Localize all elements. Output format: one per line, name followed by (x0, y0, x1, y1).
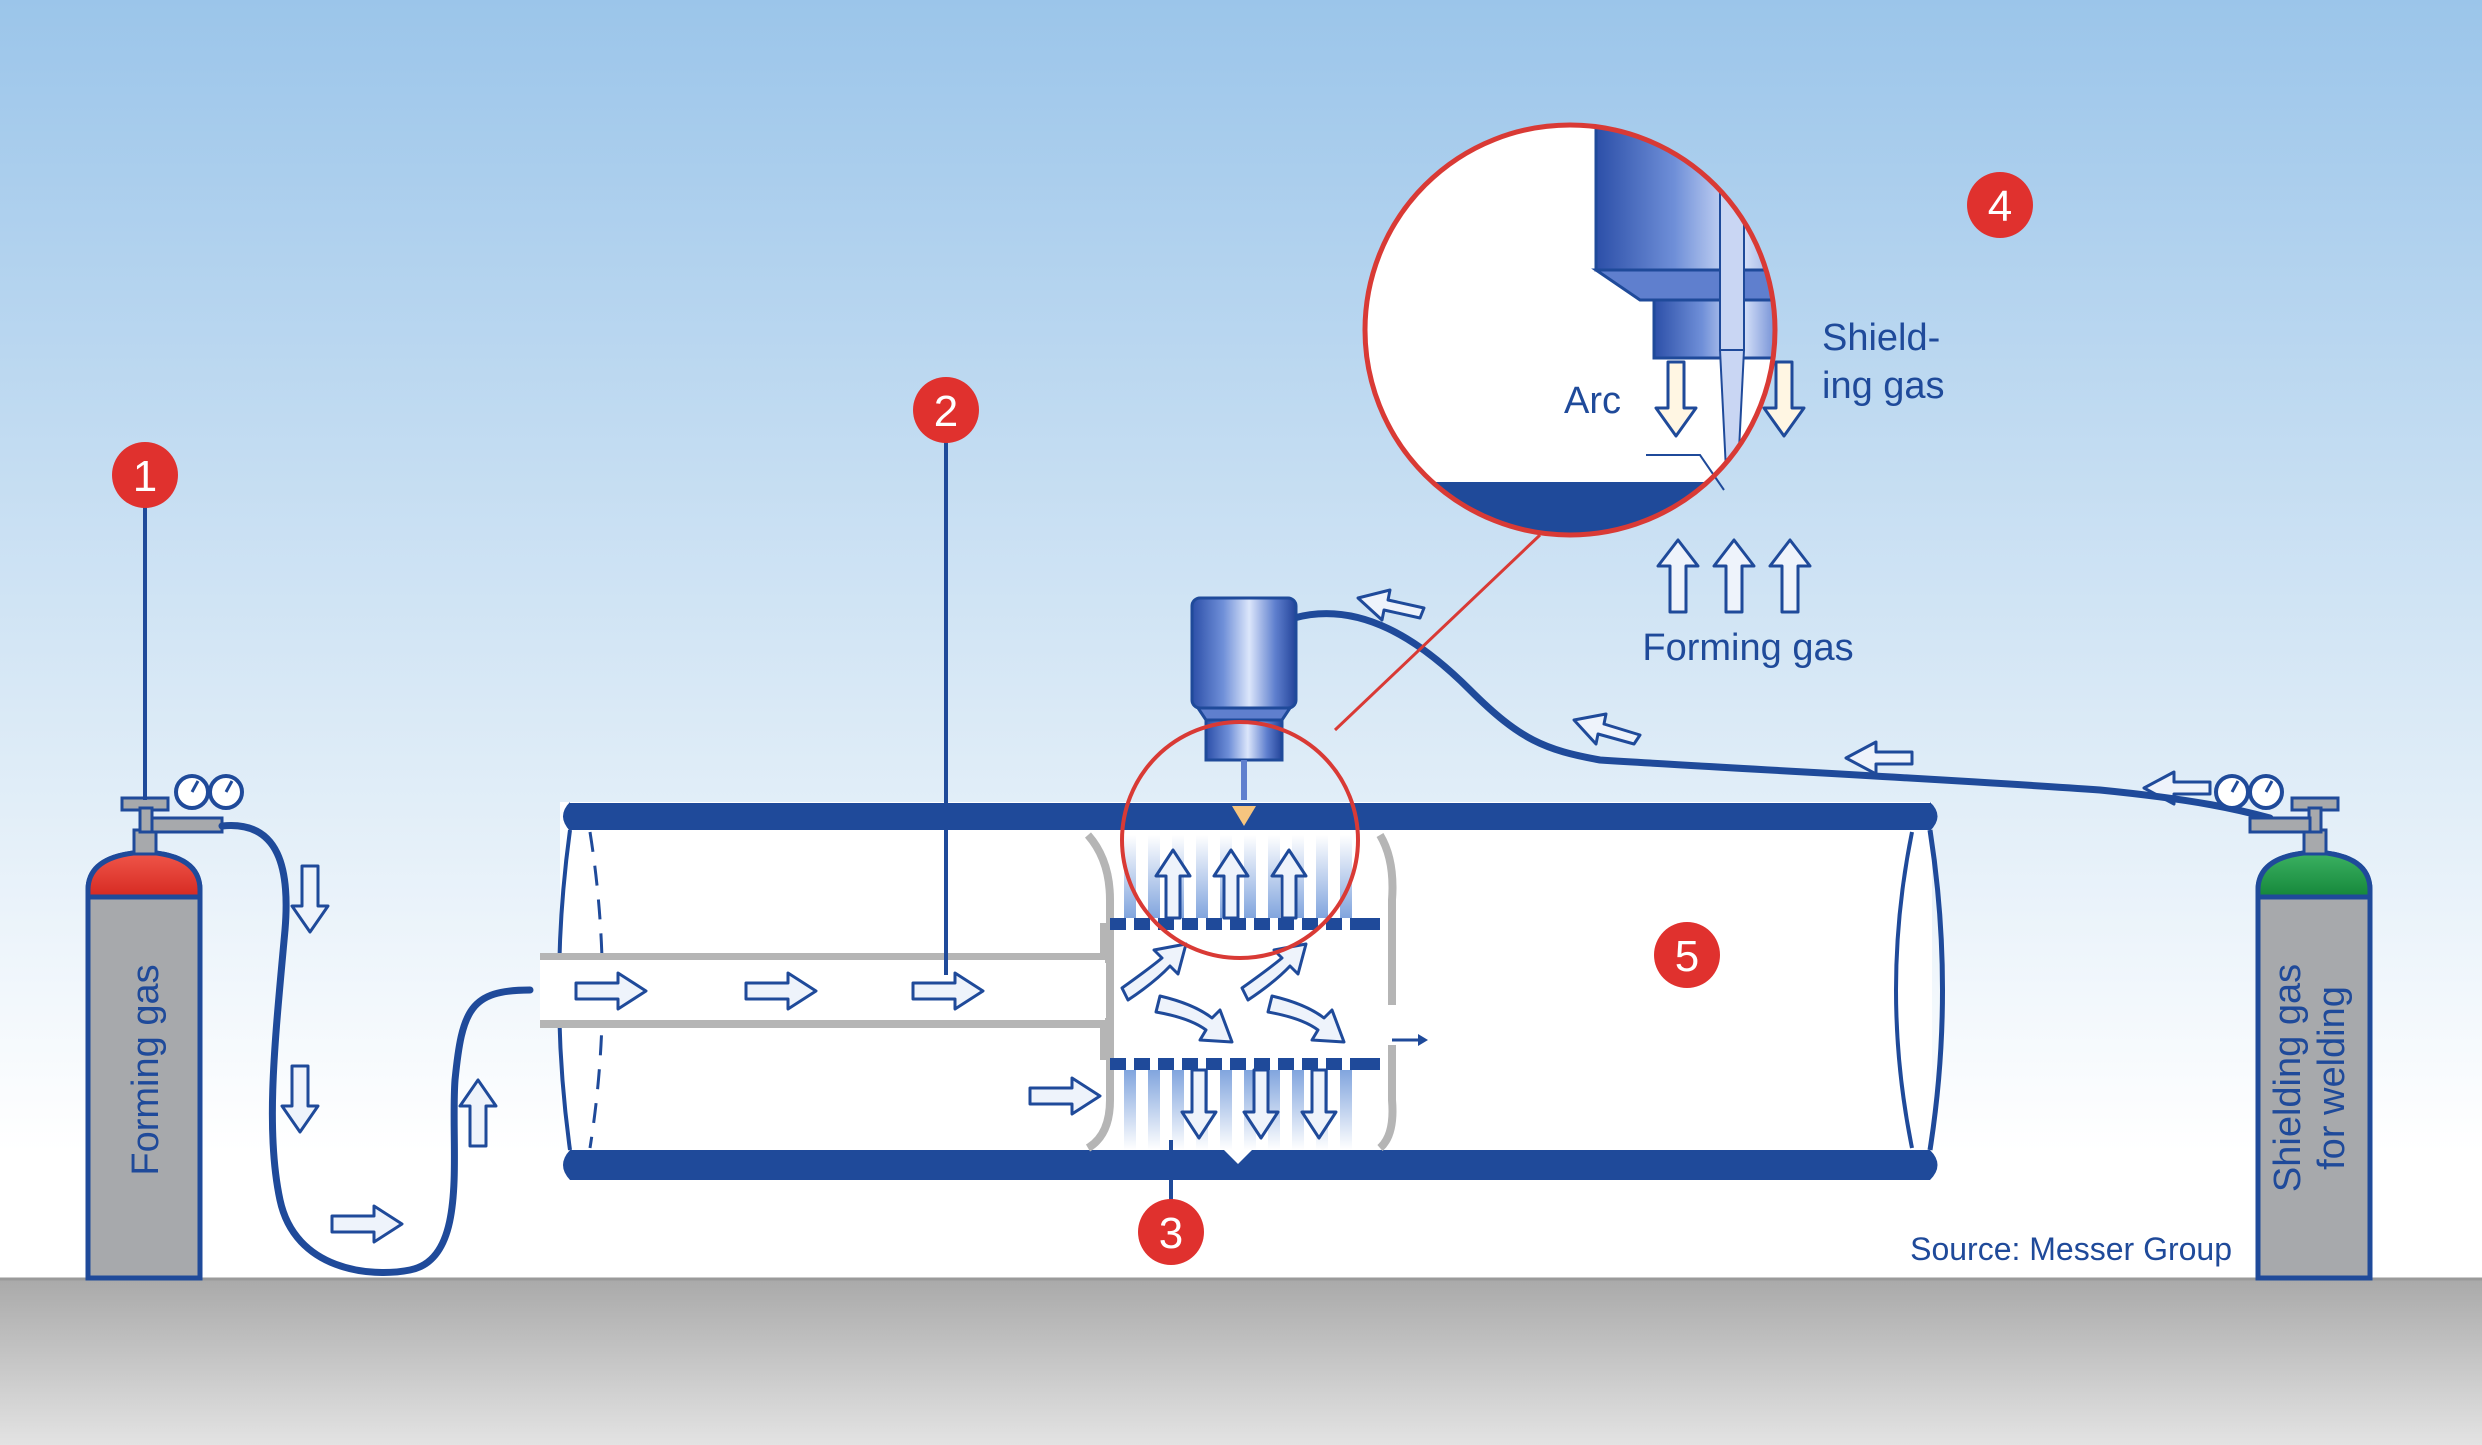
arrow-curve-up-icon (1120, 942, 1188, 1002)
arc-pointer-line (1646, 454, 1725, 491)
arrow-left-icon (1844, 740, 1914, 776)
forming-gas-cylinder: Forming gas (85, 849, 203, 1281)
arrow-right-icon (744, 971, 818, 1011)
arrow-curve-down-icon (1154, 994, 1234, 1044)
arrow-down-icon (1242, 1068, 1280, 1140)
marker-1-badge: 1 (112, 442, 178, 508)
arrow-curve-down-icon (1266, 994, 1346, 1044)
shielding-gas-label-line1: Shield- (1822, 317, 1940, 359)
arrow-up-icon (1768, 538, 1812, 614)
marker-1-number: 1 (133, 452, 157, 501)
arrow-down-icon (1180, 1068, 1218, 1140)
marker-2-badge: 2 (913, 377, 979, 443)
arrow-down-icon (1300, 1068, 1338, 1140)
detail-view: Arc Shield- ing gas Forming gas (1362, 122, 1945, 669)
arrow-down-icon (280, 1064, 320, 1134)
arrow-right-icon (911, 971, 985, 1011)
arrow-up-icon (1656, 538, 1700, 614)
arrow-right-icon (1028, 1076, 1102, 1116)
arrow-left-icon (1572, 712, 1642, 746)
arrow-right-icon (330, 1204, 404, 1244)
shielding-gas-cylinder: Shielding gas for welding (2255, 849, 2373, 1281)
marker-2-number: 2 (934, 387, 958, 436)
forming-gas-hose (218, 822, 534, 1276)
arc-flame (1232, 806, 1256, 826)
shielding-gas-regulator (2214, 774, 2340, 856)
arrow-down-icon (1762, 360, 1806, 438)
forming-gas-regulator (120, 774, 244, 856)
arrow-up-icon (1270, 848, 1308, 920)
floor (0, 1278, 2482, 1445)
arrow-up-icon (1212, 848, 1250, 920)
shielding-gas-label-line2: ing gas (1822, 365, 1945, 407)
arrow-up-icon (1154, 848, 1192, 920)
arrow-up-icon (458, 1078, 498, 1148)
arrow-left-icon (1356, 588, 1426, 622)
forming-device (540, 832, 1428, 1152)
marker-5-badge: 5 (1654, 922, 1720, 988)
marker-5-number: 5 (1675, 932, 1699, 981)
marker-3-number: 3 (1159, 1209, 1183, 1258)
arrow-down-icon (1654, 360, 1698, 438)
arrow-right-icon (574, 971, 648, 1011)
arrow-curve-up-icon (1240, 942, 1308, 1002)
arrow-down-icon (290, 864, 330, 934)
forming-gas-cylinder-label: Forming gas (125, 964, 167, 1175)
shielding-cylinder-label-line1: Shielding gas (2267, 964, 2309, 1192)
marker-3-badge: 3 (1138, 1199, 1204, 1265)
callout-leader-line (1333, 533, 1542, 732)
callout-small-circle (1120, 720, 1360, 960)
forming-gas-detail-label: Forming gas (1642, 627, 1853, 669)
marker-4-badge: 4 (1967, 172, 2033, 238)
arrow-up-icon (1712, 538, 1756, 614)
source-caption: Source: Messer Group (1910, 1231, 2232, 1267)
shielding-cylinder-label-line2: for welding (2311, 986, 2353, 1170)
arc-label: Arc (1564, 380, 1621, 422)
marker-4-number: 4 (1988, 182, 2012, 231)
